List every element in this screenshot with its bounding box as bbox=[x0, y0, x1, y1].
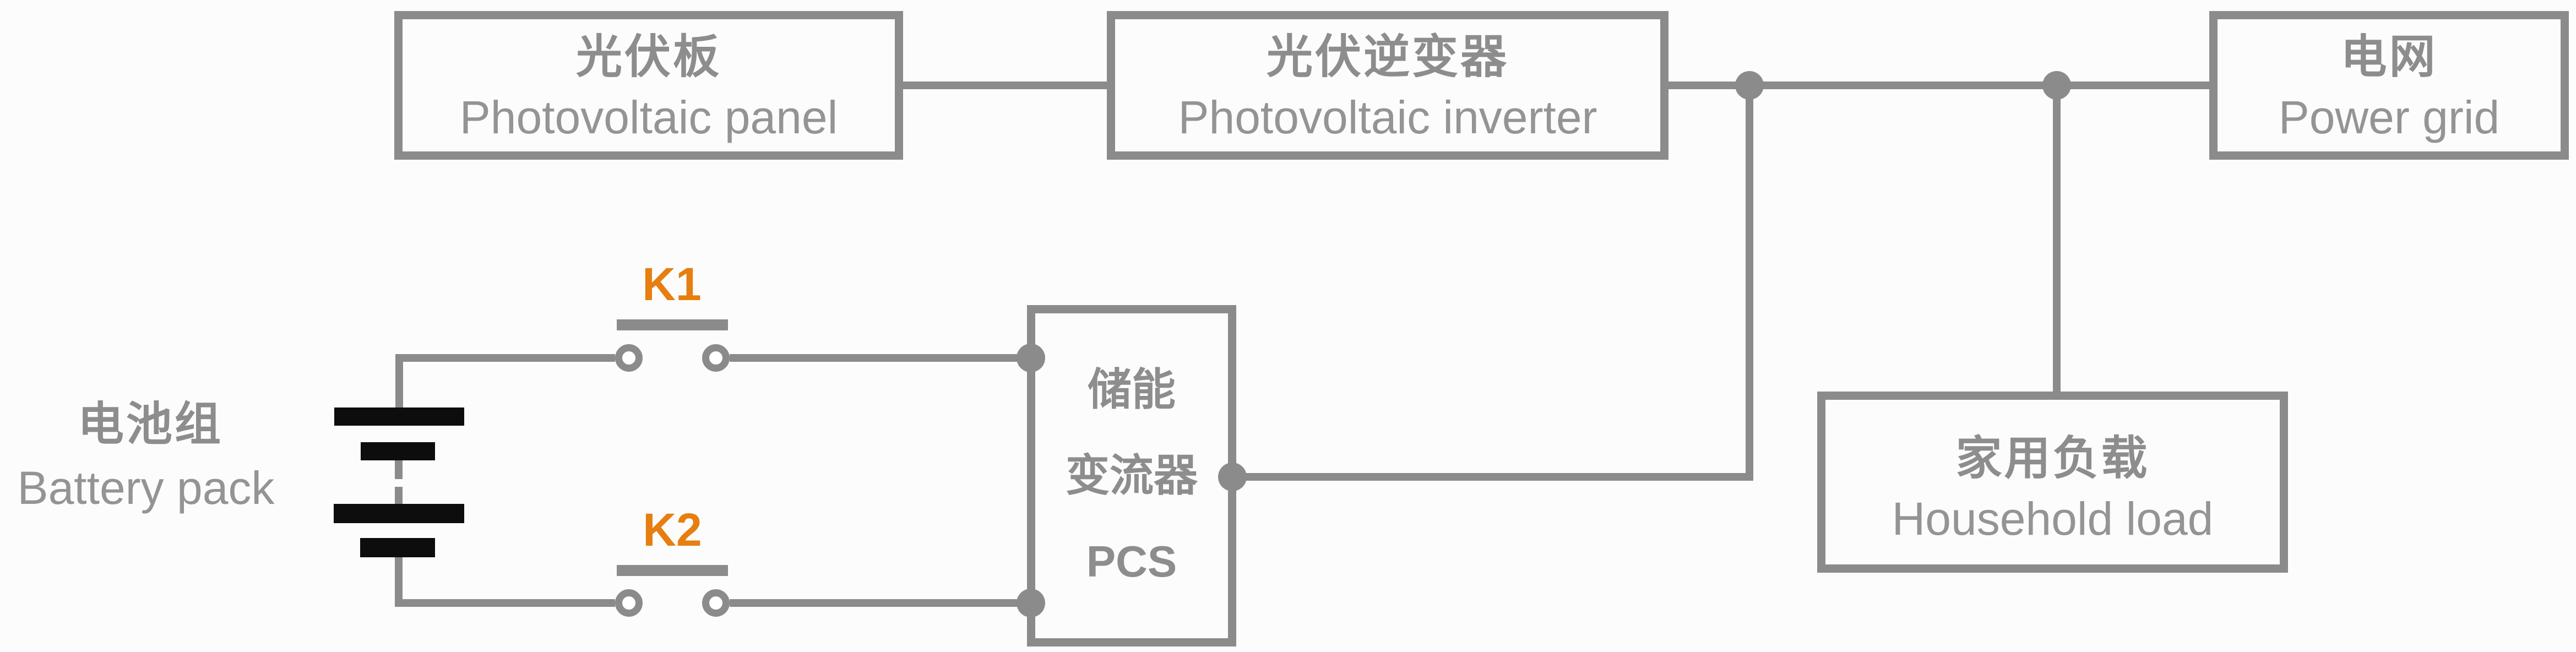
pcs-label-line1: 储能 bbox=[1088, 365, 1176, 414]
pv-inverter-label-cn: 光伏逆变器 bbox=[1266, 31, 1509, 83]
switch-k1-blade bbox=[617, 319, 728, 330]
switch-k1-label: K1 bbox=[642, 258, 702, 310]
battery-label-cn: 电池组 bbox=[77, 398, 223, 450]
wire-k1-to-pcs bbox=[730, 354, 1027, 362]
pv-panel-label-cn: 光伏板 bbox=[575, 31, 721, 83]
switch-k1-contact-right bbox=[702, 344, 730, 372]
pcs-label-line3: PCS bbox=[1086, 537, 1177, 586]
wire-inverter-to-grid bbox=[1669, 82, 2209, 89]
pv-inverter-box: 光伏逆变器 Photovoltaic inverter bbox=[1107, 11, 1669, 160]
wire-panel-to-inverter bbox=[903, 82, 1107, 89]
battery-dash-1 bbox=[395, 460, 403, 479]
pcs-box: 储能 变流器 PCS bbox=[1027, 305, 1236, 646]
wire-junction1-down bbox=[1746, 85, 1753, 481]
pcs-label-line2: 变流器 bbox=[1066, 451, 1198, 500]
wire-battery-to-k2 bbox=[395, 599, 615, 607]
junction-dot-pcs-input-k1 bbox=[1017, 344, 1045, 372]
switch-k2-blade bbox=[617, 565, 728, 576]
junction-dot-bus2 bbox=[2042, 71, 2071, 100]
battery-dash-2 bbox=[395, 487, 403, 504]
wire-pcs-output bbox=[1236, 473, 1753, 481]
battery-label-en: Battery pack bbox=[17, 462, 275, 514]
pv-inverter-label-en: Photovoltaic inverter bbox=[1178, 91, 1597, 143]
battery-plate-long-2 bbox=[334, 504, 464, 523]
wire-junction2-to-load bbox=[2053, 85, 2061, 392]
junction-dot-pcs-input-k2 bbox=[1017, 589, 1045, 617]
pv-panel-label-en: Photovoltaic panel bbox=[459, 91, 838, 143]
battery-plate-short-2 bbox=[360, 538, 435, 557]
wire-battery-positive-lead bbox=[395, 358, 403, 409]
switch-k2-contact-right bbox=[702, 589, 730, 617]
switch-k2-label: K2 bbox=[643, 504, 702, 556]
battery-plate-long-1 bbox=[334, 408, 464, 426]
pv-panel-box: 光伏板 Photovoltaic panel bbox=[394, 11, 903, 160]
junction-dot-pcs-output bbox=[1218, 463, 1247, 491]
household-load-label-en: Household load bbox=[1892, 492, 2214, 545]
junction-dot-bus1 bbox=[1735, 71, 1764, 100]
battery-plate-short-1 bbox=[361, 442, 435, 460]
power-grid-box: 电网 Power grid bbox=[2209, 11, 2569, 160]
power-grid-label-en: Power grid bbox=[2278, 91, 2500, 143]
wire-k2-to-pcs bbox=[730, 599, 1027, 607]
switch-k1-contact-left bbox=[615, 344, 643, 372]
wire-battery-to-k1 bbox=[395, 354, 615, 362]
household-load-label-cn: 家用负载 bbox=[1955, 432, 2150, 484]
wire-battery-negative-lead bbox=[395, 556, 403, 607]
power-grid-label-cn: 电网 bbox=[2340, 31, 2438, 83]
household-load-box: 家用负载 Household load bbox=[1817, 392, 2288, 573]
switch-k2-contact-left bbox=[615, 589, 643, 617]
